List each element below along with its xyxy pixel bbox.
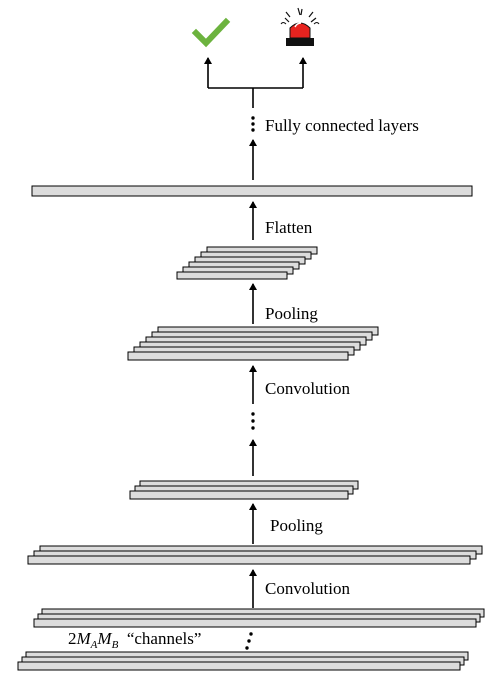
pooled-stack-upper [176,246,318,280]
output-branch [204,57,307,108]
checkmark-icon [191,17,231,48]
label-channels: 2MAMB “channels” [66,629,204,651]
conv-stack-upper [127,326,379,361]
channels-prefix: 2 [68,629,77,648]
channels-sub-b: B [111,639,119,651]
ellipsis-fc [251,116,255,132]
input-stack-bottom [17,651,469,671]
flattened-layer [31,185,473,197]
ellipsis-channels [245,632,253,650]
label-convolution-upper: Convolution [265,379,351,398]
channels-m-b: M [97,629,112,648]
label-pooling-lower: Pooling [270,516,323,535]
conv-stack-lower [27,545,483,565]
channels-m-a: M [76,629,91,648]
alarm-siren-icon [280,7,320,46]
label-pooling-upper: Pooling [265,304,318,323]
pooled-stack-lower [129,480,359,500]
label-convolution-lower: Convolution [265,579,351,598]
channels-sub-a: A [90,639,98,651]
ellipsis-middle [251,412,255,430]
label-fully-connected: Fully connected layers [265,116,419,135]
label-flatten: Flatten [265,218,313,237]
input-stack-top [33,608,485,628]
channels-word: “channels” [126,629,202,648]
